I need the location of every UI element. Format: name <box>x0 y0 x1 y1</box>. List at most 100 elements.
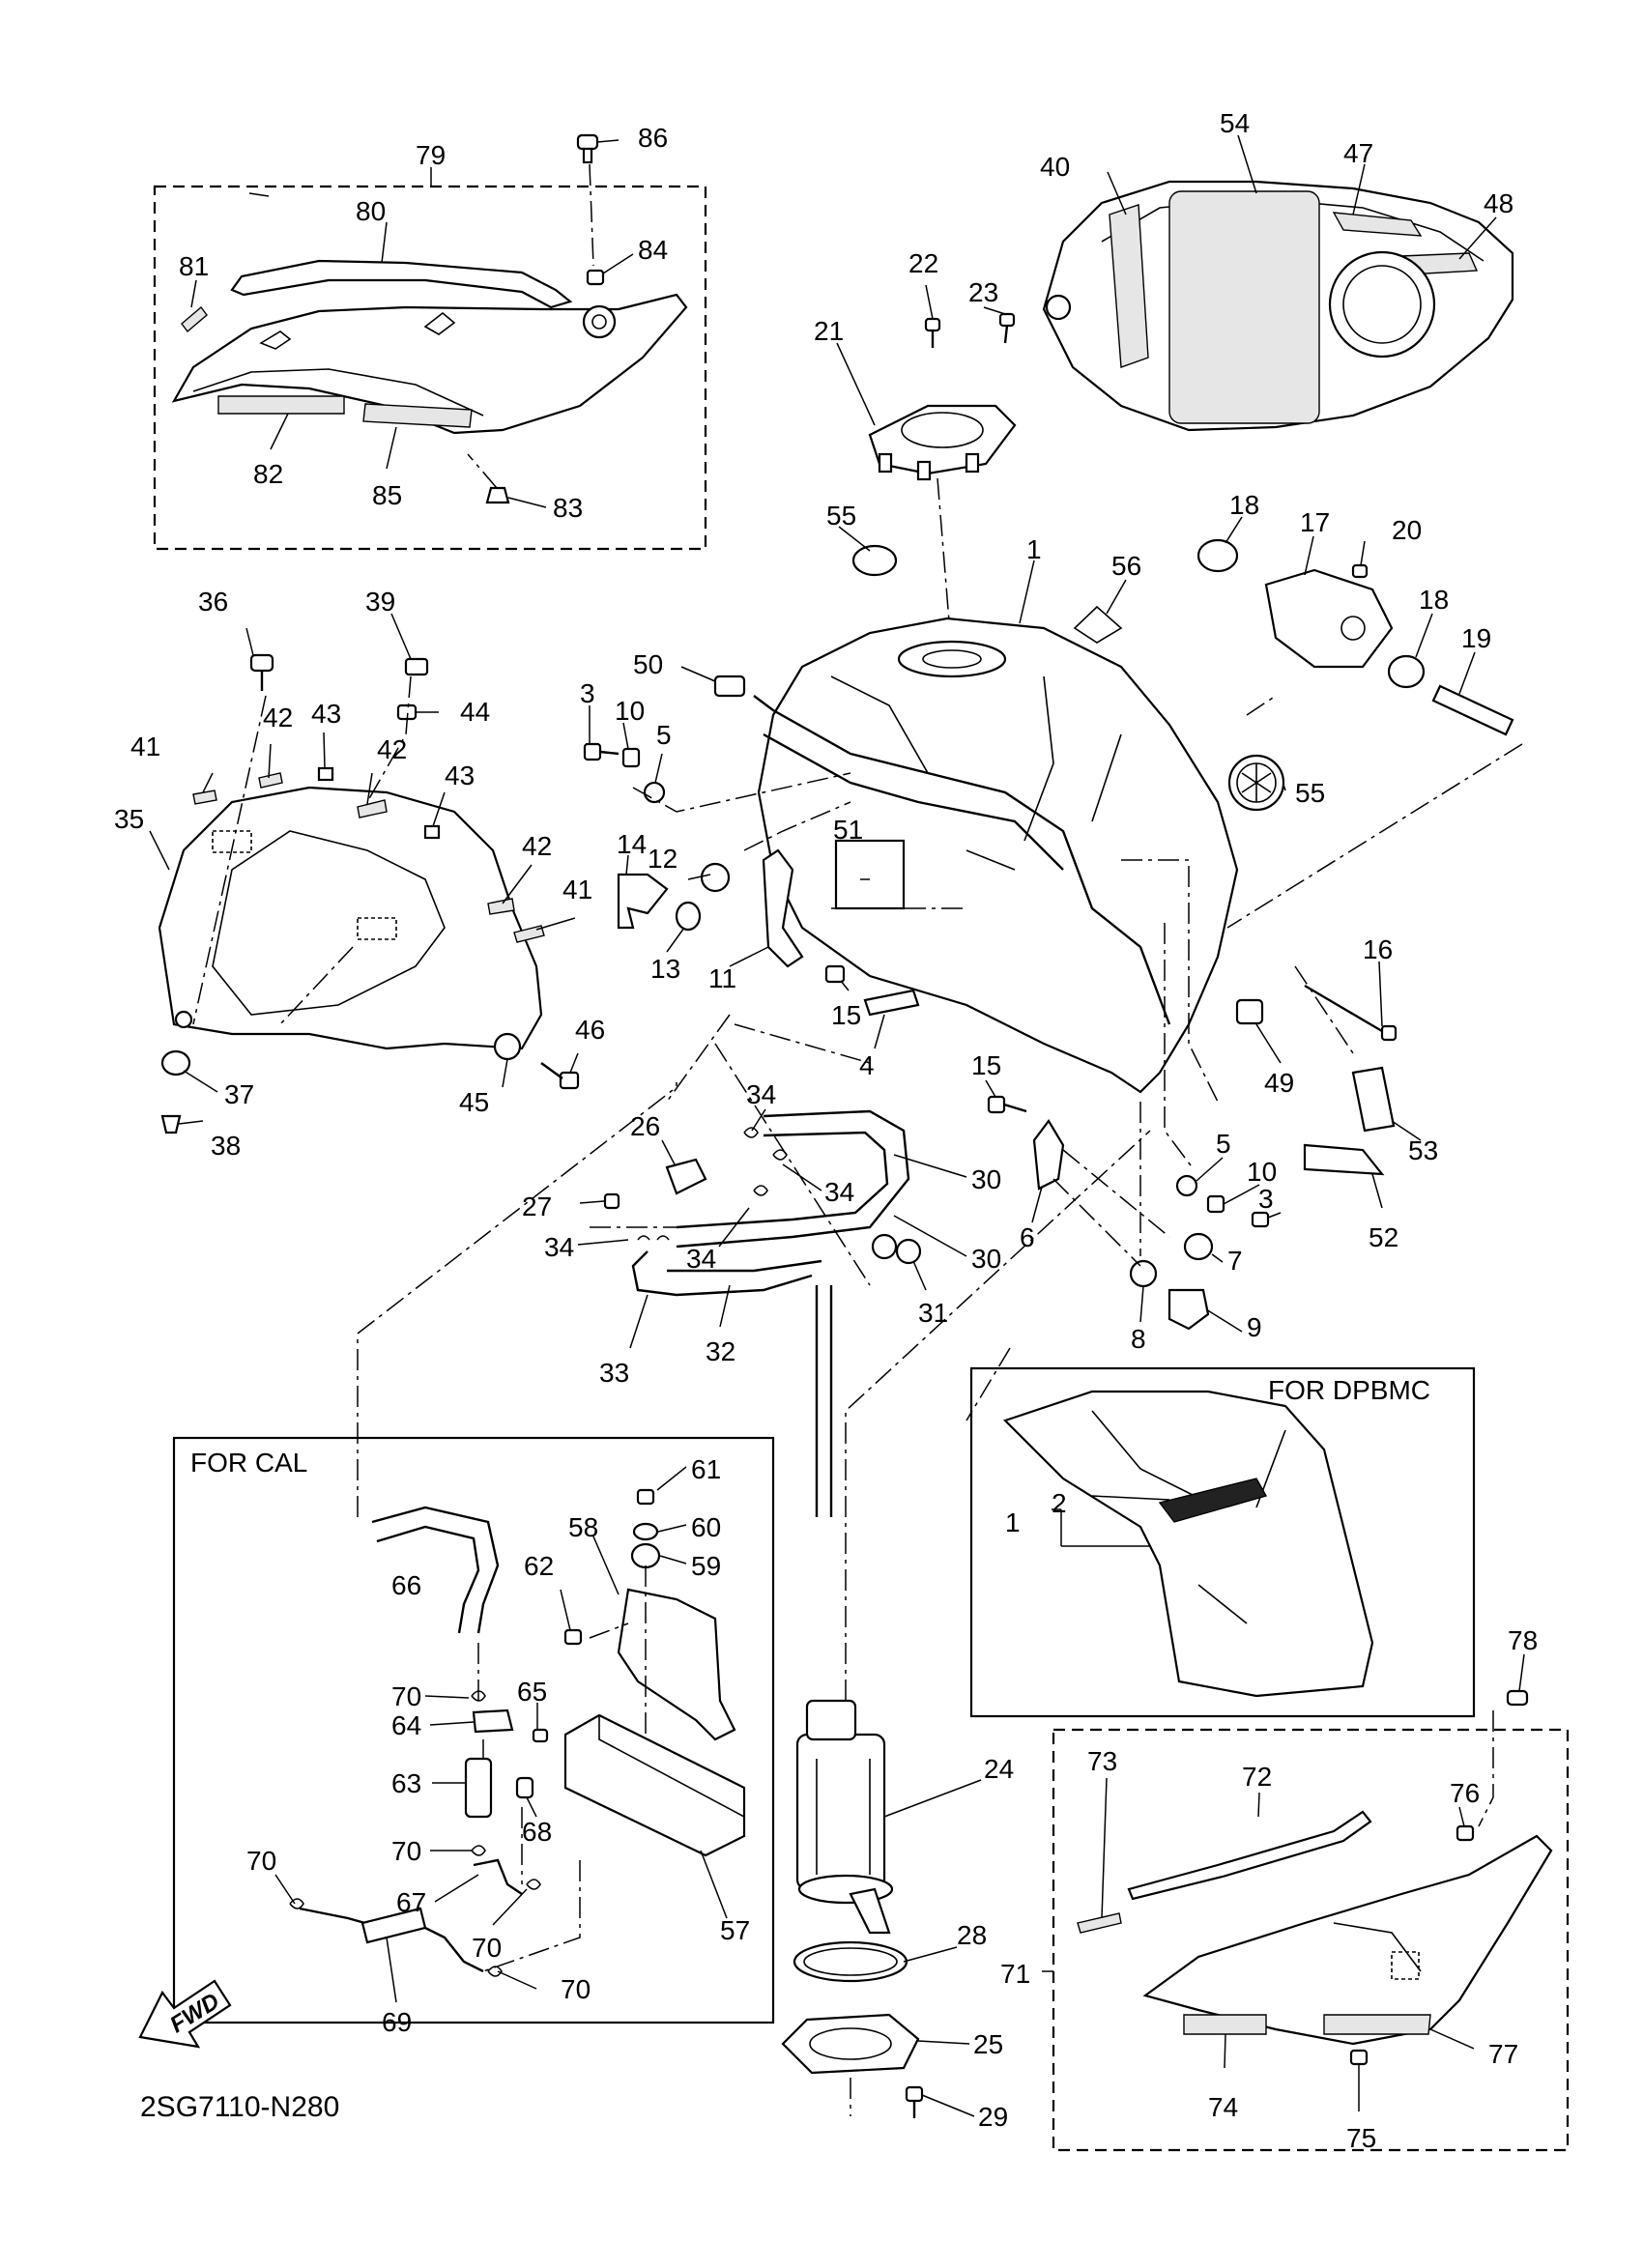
callout-39: 39 <box>365 587 395 617</box>
callout-9: 9 <box>1247 1312 1262 1342</box>
part-86-screw <box>576 133 599 164</box>
callout-34a: 34 <box>746 1079 776 1109</box>
callout-79: 79 <box>416 140 446 170</box>
callout-12: 12 <box>648 844 677 874</box>
part-80-side-cover-upper <box>230 259 573 309</box>
callout-6: 6 <box>1020 1222 1035 1252</box>
callout-5: 5 <box>656 720 672 750</box>
callout-18b: 18 <box>1419 585 1449 615</box>
part-22-bolt <box>924 317 941 348</box>
part-18b-damper <box>1387 654 1426 689</box>
callout-5b: 5 <box>1216 1129 1231 1159</box>
callout-42c: 42 <box>522 831 552 861</box>
part-63-filter <box>464 1757 493 1819</box>
part-54-pad <box>1168 190 1320 424</box>
callout-23: 23 <box>968 277 998 307</box>
part-73-strip <box>1077 1912 1122 1934</box>
callout-75: 75 <box>1346 2123 1376 2153</box>
callout-57: 57 <box>720 1915 750 1945</box>
callout-59: 59 <box>691 1551 721 1581</box>
part-52-pad <box>1303 1143 1385 1176</box>
callout-62: 62 <box>524 1551 554 1581</box>
part-32-hose <box>667 1259 822 1273</box>
callout-20: 20 <box>1392 515 1422 545</box>
part-65-bolt <box>532 1728 549 1743</box>
part-60-washer <box>632 1522 659 1541</box>
part-38-rivet <box>160 1114 182 1134</box>
callout-81: 81 <box>179 251 209 281</box>
part-24-fuel-pump <box>795 1699 894 1935</box>
callout-35: 35 <box>114 804 144 834</box>
callout-61: 61 <box>691 1454 721 1484</box>
callout-80: 80 <box>356 196 386 226</box>
part-11-bracket <box>762 848 804 968</box>
callout-52: 52 <box>1369 1222 1398 1252</box>
part-6-bracket <box>1032 1119 1065 1191</box>
callout-36: 36 <box>198 587 228 617</box>
callout-71: 71 <box>1000 1959 1030 1989</box>
part-30-hose <box>676 1109 910 1249</box>
part-29-bolt <box>905 2085 924 2118</box>
callout-70d: 70 <box>472 1933 502 1963</box>
callout-78: 78 <box>1508 1625 1538 1655</box>
callout-55: 55 <box>826 501 856 531</box>
callout-74: 74 <box>1208 2092 1238 2122</box>
part-53-pad <box>1351 1066 1396 1133</box>
callout-10: 10 <box>615 696 645 726</box>
callout-25: 25 <box>973 2029 1003 2059</box>
part-34-clips <box>637 1127 788 1241</box>
part-40-pad <box>1109 204 1149 368</box>
callout-49: 49 <box>1264 1068 1294 1098</box>
part-84-nut <box>586 269 605 286</box>
part-85-pad <box>362 403 473 428</box>
part-70-clips <box>289 1690 541 1977</box>
callout-84: 84 <box>638 235 668 265</box>
part-62-bolt <box>563 1628 583 1646</box>
part-33-hose <box>631 1250 813 1297</box>
part-39-clip <box>404 657 429 676</box>
breather-tubes-down <box>815 1285 833 1517</box>
fwd-arrow-icon: FWD <box>138 1979 232 2049</box>
part-8-damper <box>1129 1259 1158 1288</box>
callout-31: 31 <box>918 1298 948 1328</box>
callout-34d: 34 <box>686 1244 716 1274</box>
callout-15b: 15 <box>971 1050 1001 1080</box>
part-4-collar <box>863 989 920 1017</box>
part-37-damper <box>160 1049 191 1077</box>
callout-33: 33 <box>599 1358 629 1388</box>
box-for-dpbmc <box>969 1366 1476 1718</box>
part-19-collar <box>1431 684 1514 736</box>
part-15b-bolt <box>987 1095 1027 1114</box>
callout-30b: 30 <box>971 1244 1001 1274</box>
part-27-bolt <box>603 1192 620 1210</box>
callout-3b: 3 <box>1258 1184 1274 1214</box>
part-15-bolt <box>824 964 846 984</box>
part-12-damper <box>700 862 731 893</box>
box-for-cal-label: FOR CAL <box>190 1448 307 1478</box>
part-64-clamp <box>472 1708 514 1734</box>
part-14-bracket <box>617 873 669 930</box>
callout-65: 65 <box>517 1677 547 1707</box>
callout-63: 63 <box>391 1768 421 1798</box>
part-31-clamp <box>871 1233 922 1265</box>
callout-43: 43 <box>311 699 341 729</box>
part-25-plate <box>781 2013 920 2075</box>
callout-1b: 1 <box>1005 1507 1021 1537</box>
callout-85: 85 <box>372 480 402 510</box>
callout-17: 17 <box>1300 507 1330 537</box>
part-72-cover-upper <box>1127 1810 1372 1901</box>
part-74-pad <box>1183 2014 1267 2035</box>
part-5b-washer <box>1175 1174 1198 1197</box>
callout-44: 44 <box>460 697 490 727</box>
leader-lines <box>149 134 1525 2117</box>
callout-77: 77 <box>1488 2039 1518 2069</box>
callout-86: 86 <box>638 123 668 153</box>
callout-38: 38 <box>211 1131 241 1161</box>
part-81-trim-strip <box>181 305 208 333</box>
callout-70b: 70 <box>391 1836 421 1866</box>
part-23-bolt <box>998 312 1016 344</box>
callout-41: 41 <box>130 732 160 761</box>
callout-70c: 70 <box>246 1846 276 1876</box>
part-1-fuel-tank <box>753 617 1239 1094</box>
